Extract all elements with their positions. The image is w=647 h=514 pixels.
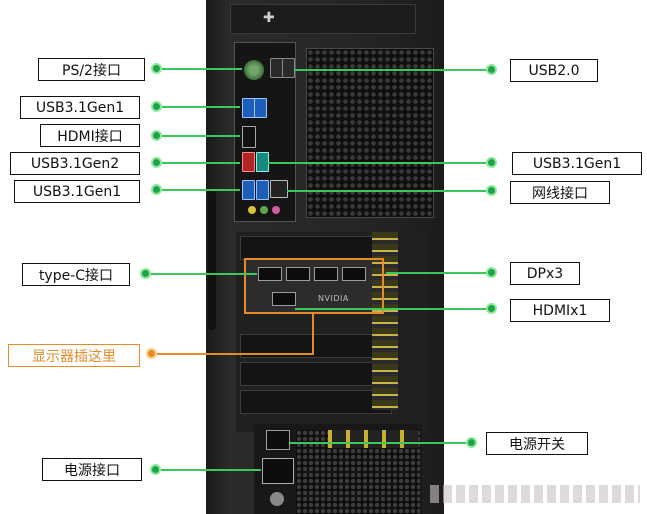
callout-line xyxy=(295,308,486,310)
gpu-highlight-box xyxy=(244,258,384,314)
screw-icon: ✚ xyxy=(263,10,275,26)
hdmi-port xyxy=(242,126,256,148)
label-dp: DPx3 xyxy=(510,262,580,285)
ps2-port xyxy=(244,60,264,80)
callout-line xyxy=(162,106,240,108)
label-typec: type-C接口 xyxy=(22,263,130,286)
callout-dot xyxy=(146,348,157,359)
callout-line xyxy=(162,189,240,191)
psu-power-socket xyxy=(262,458,294,484)
callout-line xyxy=(162,68,242,70)
usb31gen1-port xyxy=(242,180,255,200)
expansion-slot xyxy=(240,390,392,414)
gpu-pcb xyxy=(372,232,398,410)
nvidia-logo: NVIDIA xyxy=(318,294,349,303)
callout-dot xyxy=(466,437,477,448)
expansion-slot xyxy=(240,236,392,260)
callout-line xyxy=(162,135,240,137)
label-hdmi-gpu: HDMIx1 xyxy=(510,299,610,322)
audio-jack xyxy=(248,206,256,214)
usb20-port xyxy=(282,58,295,78)
callout-dot xyxy=(151,184,162,195)
usb31gen1-port xyxy=(256,180,269,200)
dp-port xyxy=(342,267,366,281)
callout-line xyxy=(151,273,257,275)
callout-line xyxy=(294,69,486,71)
callout-dot xyxy=(486,267,497,278)
callout-dot xyxy=(486,303,497,314)
label-power-switch: 电源开关 xyxy=(486,432,588,455)
watermark xyxy=(430,485,640,503)
callout-line xyxy=(312,314,314,355)
callout-dot xyxy=(140,268,151,279)
top-cover: ✚ xyxy=(230,4,416,34)
typec-port xyxy=(258,267,282,281)
callout-dot xyxy=(151,130,162,141)
label-usb20: USB2.0 xyxy=(510,59,598,82)
callout-dot xyxy=(151,63,162,74)
callout-dot xyxy=(151,101,162,112)
label-power-socket: 电源接口 xyxy=(42,458,142,481)
callout-dot xyxy=(486,64,497,75)
callout-line xyxy=(268,162,486,164)
psu-wires xyxy=(328,430,418,448)
expansion-slot xyxy=(240,362,392,386)
label-ps2: PS/2接口 xyxy=(38,58,145,81)
dp-port xyxy=(286,267,310,281)
callout-line xyxy=(157,353,313,355)
callout-line xyxy=(162,162,240,164)
callout-dot xyxy=(486,157,497,168)
psu-logo-icon xyxy=(270,492,284,506)
usb31gen2-port xyxy=(242,152,255,172)
callout-dot xyxy=(151,157,162,168)
usb31gen1-port xyxy=(254,98,267,118)
audio-jack xyxy=(260,206,268,214)
case-handle xyxy=(208,190,216,330)
callout-line xyxy=(289,442,466,444)
label-ethernet: 网线接口 xyxy=(510,181,610,204)
label-usb31gen2: USB3.1Gen2 xyxy=(10,152,140,175)
audio-jack xyxy=(272,206,280,214)
callout-dot xyxy=(150,464,161,475)
label-display-here: 显示器插这里 xyxy=(8,344,140,367)
ethernet-port xyxy=(270,180,288,198)
callout-dot xyxy=(486,185,497,196)
psu-switch xyxy=(266,430,290,450)
callout-line xyxy=(287,190,486,192)
label-usb31gen1-c: USB3.1Gen1 xyxy=(512,152,642,175)
label-usb31gen1-b: USB3.1Gen1 xyxy=(14,180,140,203)
label-hdmi: HDMI接口 xyxy=(40,124,140,147)
fan-grille xyxy=(306,48,434,218)
label-usb31gen1-a: USB3.1Gen1 xyxy=(20,96,140,119)
dp-port xyxy=(314,267,338,281)
callout-line xyxy=(386,272,486,274)
gpu-hdmi-port xyxy=(272,292,296,306)
callout-line xyxy=(161,469,261,471)
